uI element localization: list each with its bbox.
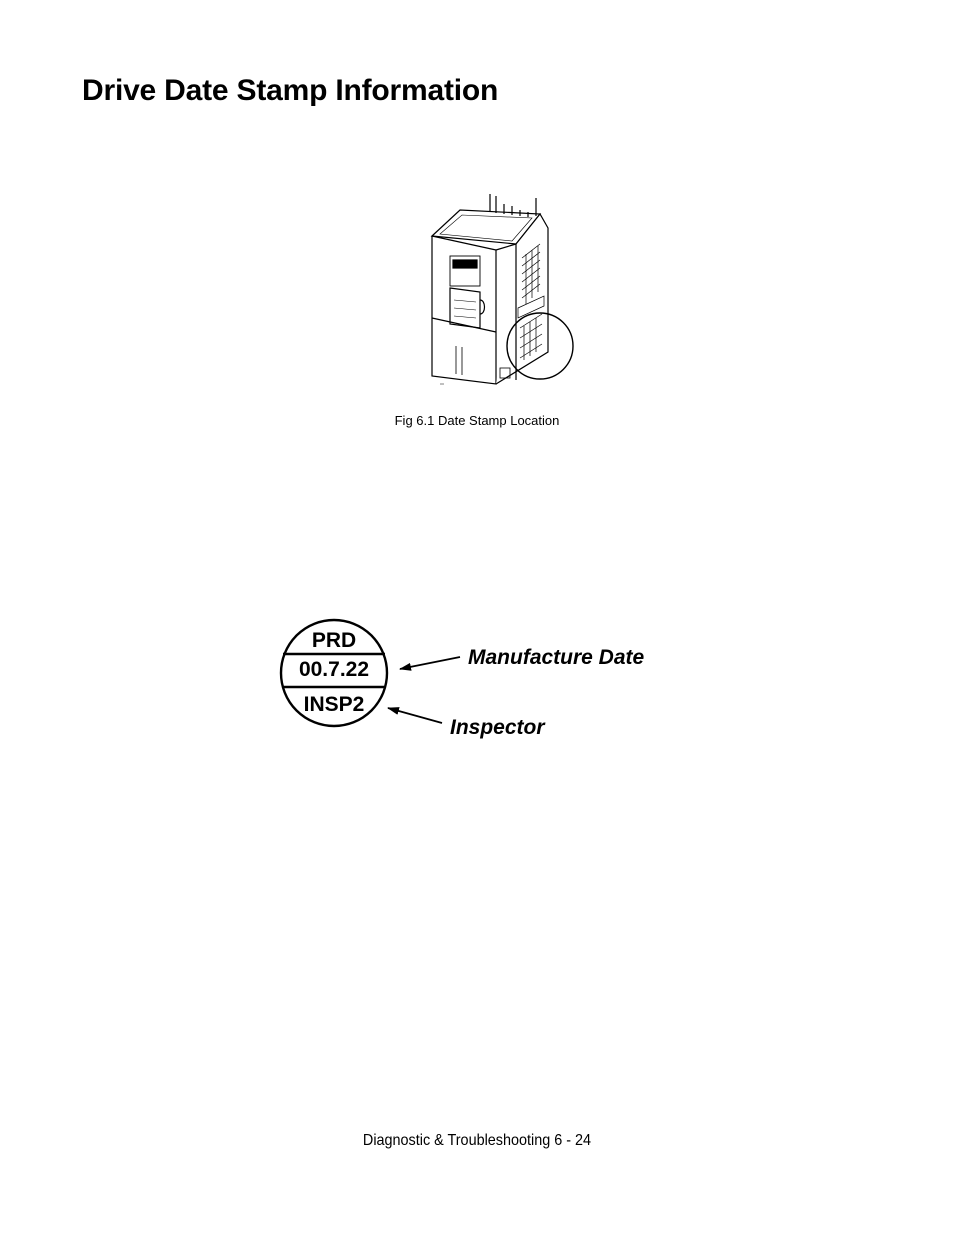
drive-unit-illustration — [430, 194, 574, 385]
page-title: Drive Date Stamp Information — [82, 74, 499, 107]
manufacture-date-arrow-icon — [399, 656, 461, 671]
date-stamp-diagram: PRD 00.7.22 INSP2 Manufacture Date Inspe… — [279, 618, 645, 739]
manufacture-date-label: Manufacture Date — [468, 646, 645, 669]
stamp-inspector-value: INSP2 — [304, 693, 365, 716]
stamp-prd-label: PRD — [312, 629, 356, 652]
stamp-date-value: 00.7.22 — [299, 658, 369, 681]
date-stamp: PRD 00.7.22 INSP2 — [279, 618, 389, 728]
inspector-arrow-icon — [387, 707, 443, 724]
inspector-label: Inspector — [450, 716, 546, 739]
figure-caption: Fig 6.1 Date Stamp Location — [394, 413, 560, 428]
page-footer: Diagnostic & Troubleshooting 6 - 24 — [362, 1132, 592, 1149]
